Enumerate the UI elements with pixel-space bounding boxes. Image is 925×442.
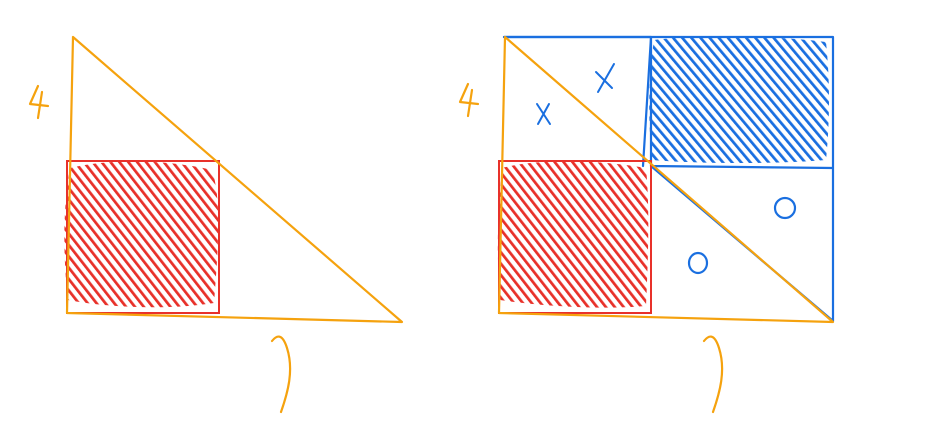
left-figure	[28, 35, 404, 414]
left-label-4	[28, 84, 50, 120]
right-blue-square-fill	[649, 36, 829, 163]
left-red-square-fill	[64, 161, 219, 308]
left-orange-triangle	[65, 35, 404, 324]
right-x-mark-lower	[536, 103, 551, 125]
right-blue-top-edge-left	[502, 35, 653, 168]
right-red-square-outline	[498, 160, 652, 314]
right-x-mark-upper	[595, 63, 615, 93]
left-label-7	[270, 335, 292, 414]
right-label-7	[702, 335, 724, 414]
right-label-4	[458, 82, 480, 118]
right-orange-triangle	[497, 35, 835, 324]
right-o-mark-lower	[687, 251, 709, 275]
right-figure	[458, 35, 835, 414]
right-red-square-fill	[497, 161, 649, 308]
right-o-mark-upper	[773, 196, 797, 220]
left-red-square-outline	[66, 160, 220, 314]
